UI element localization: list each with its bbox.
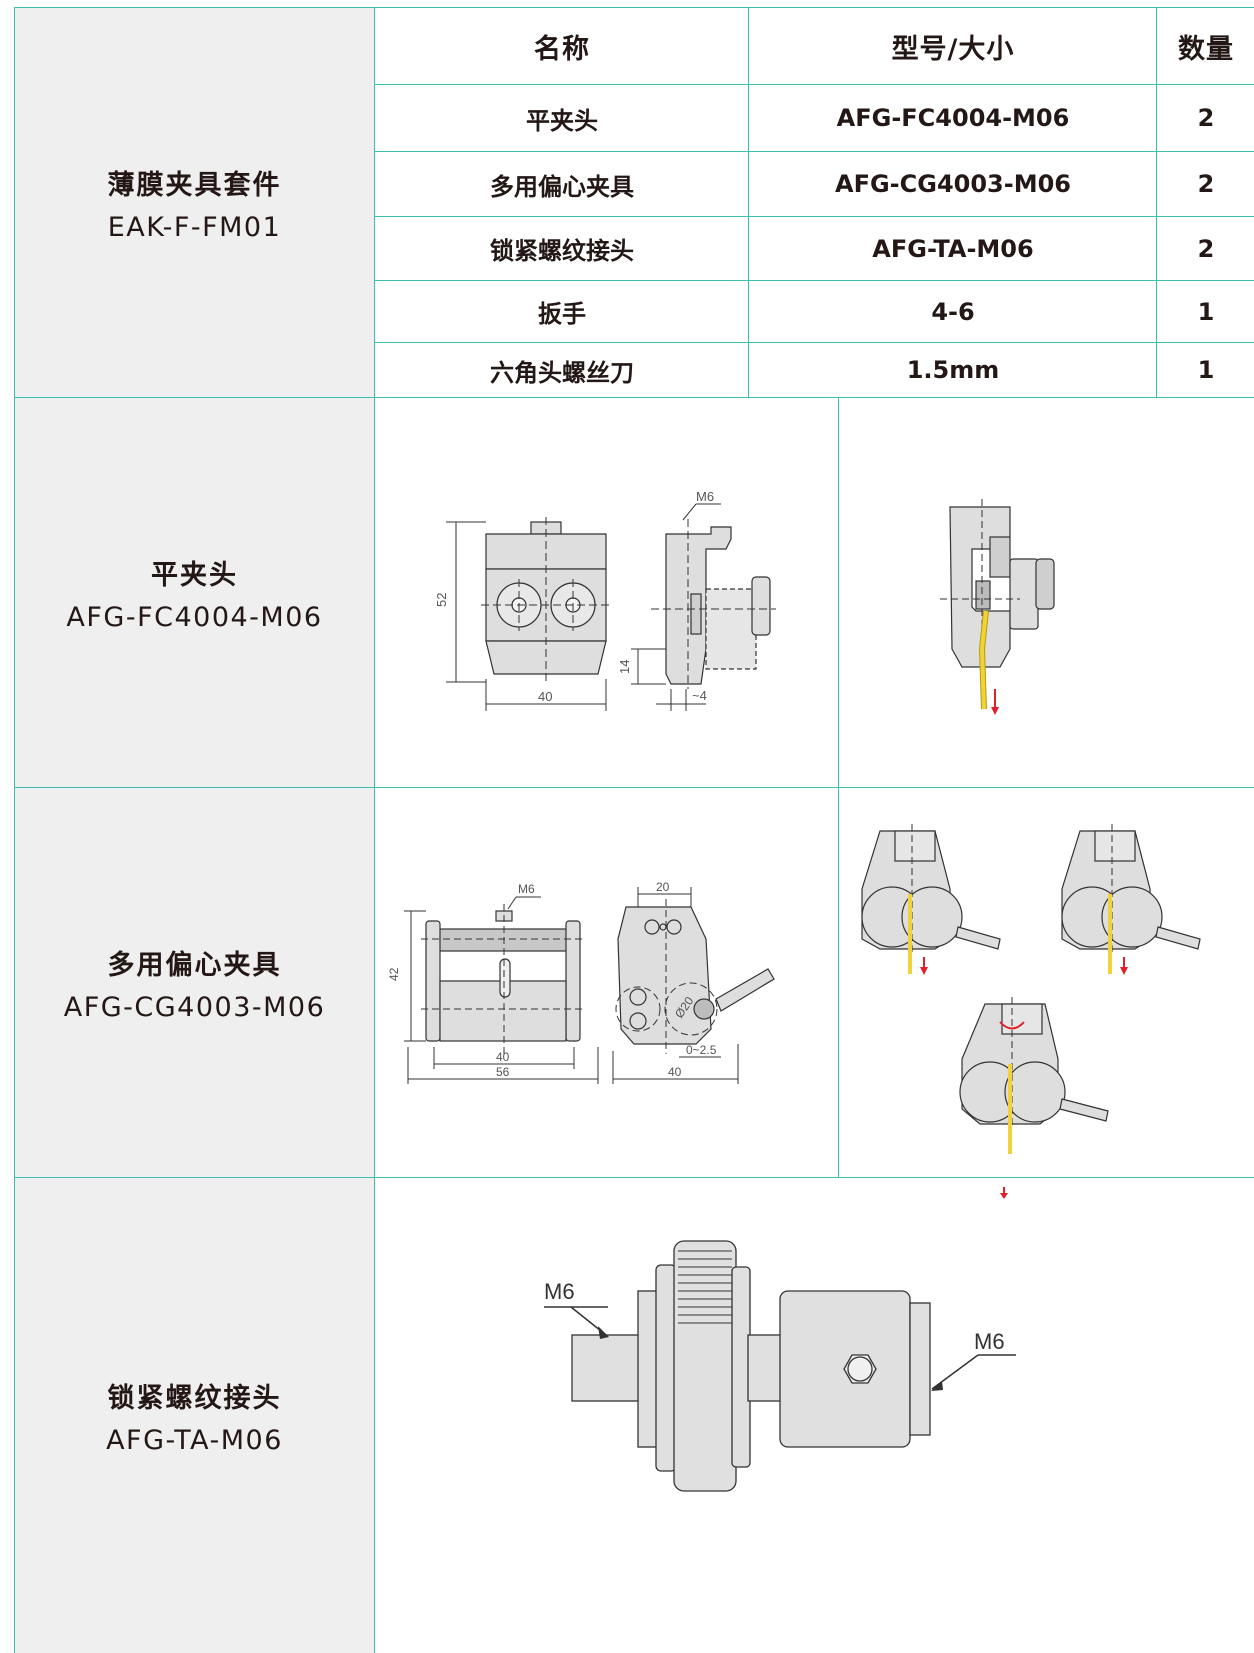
row-qty: 1: [1197, 297, 1215, 326]
thread-label: M6: [696, 489, 714, 504]
column-divider: [748, 8, 749, 398]
kit-name: 薄膜夹具套件: [107, 169, 282, 201]
row-part-name: 锁紧螺纹接头: [490, 237, 634, 265]
header-qty: 数量: [1178, 33, 1234, 65]
section-label-eccentric-clamp: 多用偏心夹具 AFG-CG4003-M06: [15, 788, 375, 1178]
row-divider: [375, 151, 1254, 152]
row-divider: [375, 216, 1254, 217]
section-code: AFG-TA-M06: [106, 1424, 283, 1456]
row-qty: 1: [1197, 356, 1215, 384]
eccentric-clamp-dimension-drawing: M6 42 40 56 20 Ø20 0~2.5 40: [387, 880, 775, 1084]
thread-adapter-dimension-drawing: M6 M6: [544, 1240, 1016, 1492]
row-qty: 2: [1197, 234, 1215, 263]
dim-gap-label: ~4: [692, 688, 707, 703]
dim-top-width-label: 20: [656, 880, 670, 894]
dim-bottom-width-label: 40: [668, 1065, 682, 1079]
flat-clamp-usage-illustration: [940, 499, 1055, 715]
section-name: 锁紧螺纹接头: [107, 1382, 282, 1414]
thread-label: M6: [518, 882, 535, 896]
row-divider: [375, 280, 1254, 281]
section-divider: [375, 1177, 1254, 1178]
row-qty: 2: [1197, 104, 1215, 132]
column-divider: [1156, 8, 1157, 398]
row-qty: 2: [1197, 170, 1215, 198]
arrow-right-thread-icon: [931, 1381, 943, 1391]
dim-gap-label: 0~2.5: [686, 1043, 717, 1057]
section-label-flat-clamp: 平夹头 AFG-FC4004-M06: [15, 398, 375, 788]
table-frame: [14, 7, 1254, 1653]
arrow-left-thread-icon: [598, 1326, 609, 1339]
kit-code: EAK-F-FM01: [107, 211, 282, 243]
row-model: AFG-CG4003-M06: [835, 170, 1071, 198]
row-part-name: 扳手: [538, 300, 586, 328]
header-divider: [375, 84, 1254, 85]
dim-base-label: 14: [617, 660, 632, 674]
flat-clamp-dimension-drawing: 52 40 M6 14 ~4: [434, 489, 776, 711]
row-part-name: 多用偏心夹具: [490, 172, 634, 201]
row-model: AFG-TA-M06: [872, 234, 1034, 263]
row-model: 4-6: [931, 297, 975, 326]
dim-outer-width-label: 56: [496, 1065, 510, 1079]
section-label-thread-adapter: 锁紧螺纹接头 AFG-TA-M06: [15, 1178, 375, 1653]
section-code: AFG-FC4004-M06: [66, 601, 323, 633]
dim-height-label: 52: [434, 593, 449, 607]
kit-label-cell: 薄膜夹具套件 EAK-F-FM01: [15, 8, 375, 398]
dim-width-label: 40: [538, 689, 552, 704]
section-code: AFG-CG4003-M06: [63, 991, 326, 1023]
section-name: 多用偏心夹具: [107, 949, 282, 981]
row-model: 1.5mm: [906, 356, 1000, 384]
right-thread-label: M6: [974, 1329, 1005, 1354]
header-name: 名称: [534, 33, 590, 65]
dim-inner-width-label: 40: [496, 1050, 510, 1064]
left-thread-label: M6: [544, 1279, 575, 1304]
table-bottom-line: [375, 397, 1254, 398]
section-divider: [375, 787, 1254, 788]
eccentric-clamp-usage-illustration: [861, 824, 1201, 1199]
dim-height-label: 42: [387, 967, 401, 981]
section-name: 平夹头: [151, 559, 238, 591]
row-part-name: 六角头螺丝刀: [490, 358, 634, 387]
row-divider: [375, 342, 1254, 343]
row-model: AFG-FC4004-M06: [836, 104, 1070, 132]
header-model: 型号/大小: [891, 33, 1015, 65]
row-part-name: 平夹头: [526, 106, 598, 135]
image-column-divider: [838, 398, 839, 1178]
